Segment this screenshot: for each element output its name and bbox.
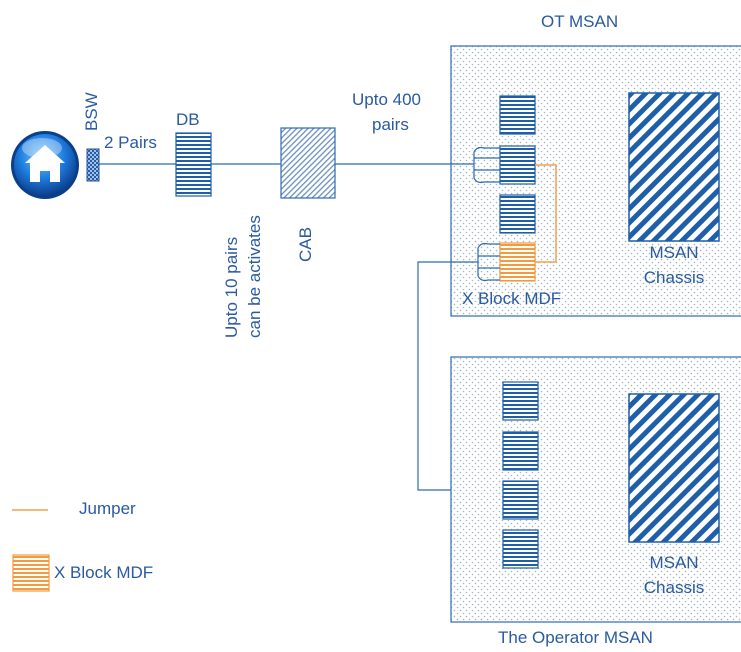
op-mdf-block-4	[502, 529, 539, 569]
legend-xblock-swatch	[12, 554, 50, 592]
upto-10-label-line2: can be activates	[245, 215, 264, 338]
ot-xblock-mdf	[499, 242, 536, 282]
legend-jumper-label: Jumper	[79, 499, 136, 518]
ot-mdf-block-2	[499, 145, 536, 185]
db-label: DB	[176, 110, 200, 129]
pairs-2-label: 2 Pairs	[104, 133, 157, 152]
legend-xblock-label: X Block MDF	[54, 563, 154, 582]
upto-10-label: Upto 10 pairs	[222, 236, 241, 338]
op-mdf-block-2	[502, 431, 539, 471]
op-chassis-label-1: MSAN	[649, 553, 699, 572]
ot-xblock-mdf-label: X Block MDF	[462, 289, 562, 308]
operator-msan-title: The Operator MSAN	[498, 628, 653, 647]
ot-chassis-label-1: MSAN	[649, 243, 699, 262]
cab-label: CAB	[296, 227, 315, 262]
op-mdf-block-3	[502, 480, 539, 520]
ot-msan-title: OT MSAN	[541, 12, 619, 31]
ot-chassis-label-2: Chassis	[643, 268, 705, 287]
ot-mdf-block-1	[499, 95, 536, 135]
op-mdf-block-1	[502, 381, 539, 421]
ot-msan-chassis	[628, 92, 720, 242]
bsw-block	[86, 148, 100, 182]
op-msan-chassis	[628, 393, 720, 543]
cab-block	[280, 127, 336, 199]
bsw-label: BSW	[82, 92, 101, 131]
home-icon	[11, 131, 79, 199]
db-block	[175, 132, 212, 197]
jumper-line	[535, 164, 557, 263]
op-chassis-label-2: Chassis	[643, 578, 705, 597]
ot-mdf-block-3	[499, 194, 536, 234]
upto-400-label: Upto 400	[352, 90, 421, 109]
upto-400-label-line2: pairs	[372, 115, 409, 134]
block2-fanout	[462, 146, 500, 184]
xblock-fanout	[417, 242, 500, 491]
